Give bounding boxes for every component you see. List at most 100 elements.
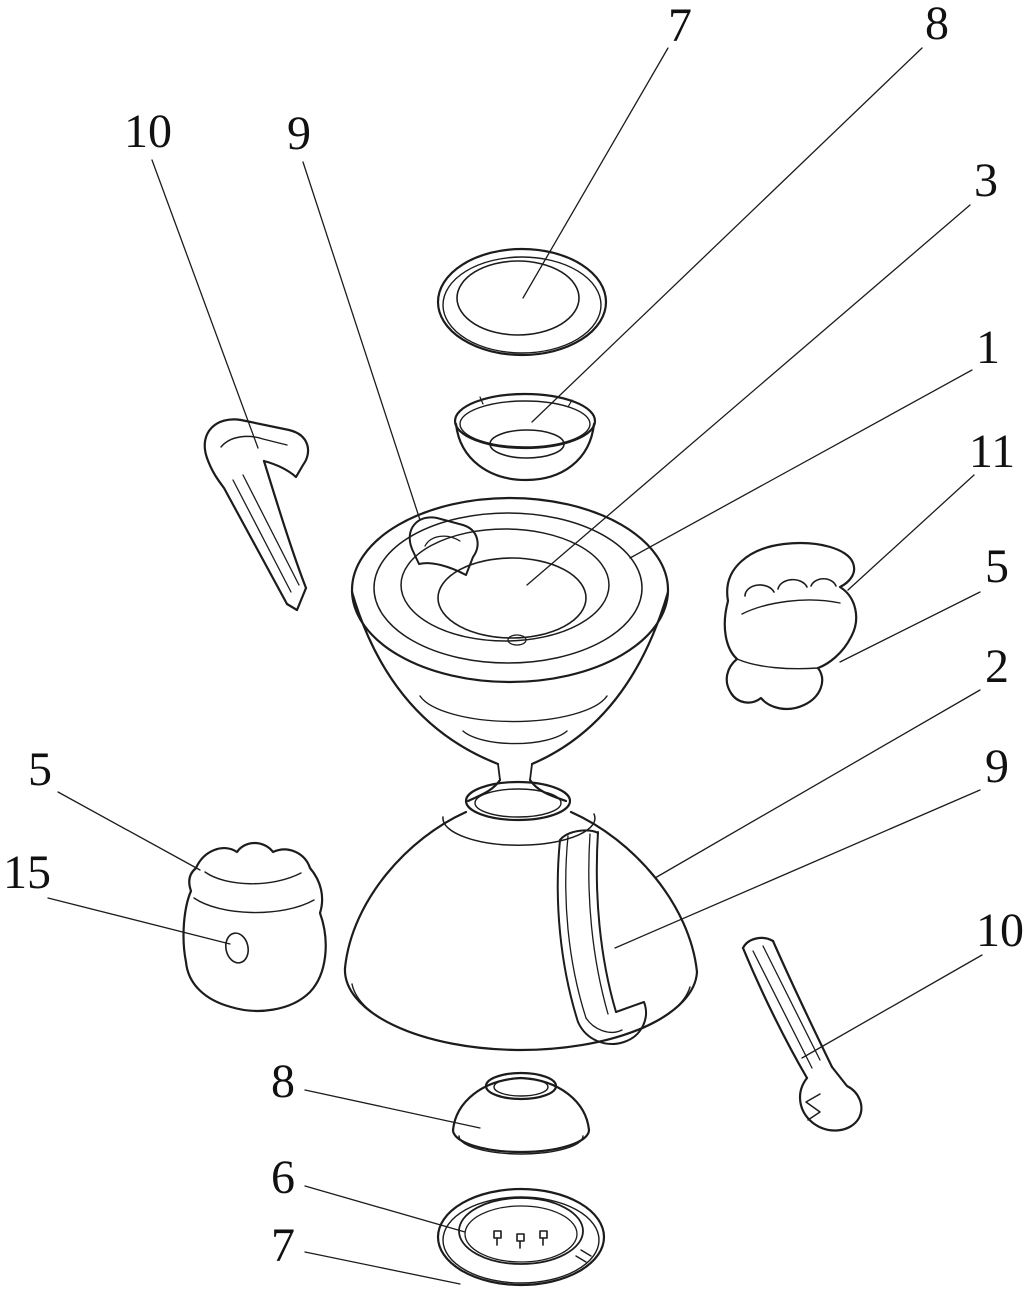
part-base-ring — [436, 1187, 606, 1287]
part-lower-dome — [343, 778, 699, 1052]
notch-tab-inner-line — [424, 535, 461, 547]
leader-line-right-3 — [526, 204, 971, 586]
top-disc-rim-inner-line — [442, 256, 602, 354]
base-ring-notch — [575, 1249, 592, 1263]
cap-dome-body — [451, 1076, 591, 1132]
part-main-cone-body — [350, 496, 670, 781]
part-upper-bowl — [453, 392, 597, 482]
part-bottom-cap-dome — [451, 1071, 591, 1155]
leader-line-top-7 — [522, 47, 669, 299]
right-bracket-top-cap — [741, 936, 775, 950]
ref-label-15: 15 — [3, 846, 51, 899]
part-upper-left-bracket — [203, 418, 310, 612]
left-bracket-groove-1 — [232, 479, 292, 593]
part-rim-notch-tab — [408, 516, 479, 576]
ref-label-5-right: 5 — [985, 540, 1009, 593]
leader-line-left-10 — [151, 159, 259, 449]
leader-line-right-9 — [614, 789, 981, 949]
left-saddle-outline — [182, 841, 327, 1012]
cone-right-side — [530, 590, 670, 766]
cone-waist-neck — [497, 763, 533, 781]
left-bracket-arm-right — [262, 459, 308, 590]
ref-label-10-left: 10 — [124, 105, 172, 158]
dome-neck-inner — [474, 788, 562, 818]
dome-neck-outer — [464, 780, 572, 822]
part-right-saddle-bracket — [723, 542, 858, 711]
leader-line-left-15 — [47, 897, 231, 945]
leader-line-bottom-8 — [304, 1089, 481, 1129]
blade-left-edge — [556, 839, 579, 1023]
dome-bottom-edge — [343, 966, 699, 1052]
cap-dome-bottom-edge — [451, 1128, 591, 1154]
notch-tab-outline — [408, 516, 479, 576]
ref-label-11: 11 — [968, 425, 1016, 478]
part-lower-right-bracket — [741, 936, 863, 1132]
leader-line-right-11 — [847, 474, 975, 591]
base-ring-outer-inner-line — [442, 1196, 600, 1284]
ref-label-9-right: 9 — [985, 740, 1009, 793]
leader-line-left-9 — [302, 161, 421, 521]
contact-pin-1 — [493, 1230, 502, 1239]
right-bracket-groove-1 — [752, 950, 813, 1069]
left-bracket-tip — [285, 586, 308, 612]
cone-ring-2 — [373, 512, 643, 664]
ref-label-5-left: 5 — [28, 743, 52, 796]
blade-right-inner — [588, 833, 609, 1015]
cap-dome-bottom-inner — [458, 1135, 584, 1155]
cone-contour-lower — [462, 730, 568, 745]
right-bracket-arm-left — [741, 946, 809, 1080]
ref-label-3: 3 — [974, 154, 998, 207]
dome-right-side — [569, 810, 699, 974]
left-saddle-top-rim — [204, 871, 302, 885]
bowl-rim-ticks — [479, 396, 573, 408]
ref-label-7-top: 7 — [668, 0, 692, 52]
cone-ring-3 — [400, 528, 610, 642]
blade-right-edge — [595, 831, 617, 1013]
blade-left-inner — [565, 835, 587, 1019]
right-saddle-scallop-2 — [777, 578, 808, 590]
top-disc-inner-circle — [456, 260, 580, 336]
part-side-channel-blade — [556, 829, 647, 1045]
base-ring-outer — [436, 1187, 606, 1287]
right-bracket-arm-right — [771, 939, 834, 1069]
base-ring-floor — [464, 1205, 578, 1263]
right-saddle-contour-1 — [741, 599, 841, 615]
left-bracket-head-inner — [220, 435, 288, 448]
cone-center-hole — [507, 634, 527, 646]
right-saddle-contour-2 — [736, 658, 819, 670]
bowl-rim-inner-line — [459, 400, 591, 448]
right-saddle-scallop-3 — [810, 577, 837, 587]
cone-inner-bowl — [437, 557, 587, 639]
right-bracket-groove-2 — [762, 945, 821, 1061]
leader-line-top-8 — [531, 47, 923, 423]
ref-label-10-right: 10 — [976, 904, 1024, 957]
leader-line-left-5 — [57, 791, 201, 871]
cone-top-outer-rim — [350, 496, 670, 684]
base-ring-inner-rim — [458, 1197, 584, 1265]
left-bracket-head — [203, 418, 310, 479]
right-bracket-claw — [805, 1093, 821, 1121]
dome-collar-arc — [442, 813, 596, 846]
bowl-body — [454, 422, 596, 482]
right-saddle-scallop-1 — [744, 584, 775, 597]
ref-label-8-top: 8 — [925, 0, 949, 50]
leader-line-right-5 — [839, 591, 981, 663]
leader-line-bottom-6 — [304, 1185, 466, 1233]
ref-label-2: 2 — [985, 640, 1009, 693]
ref-label-9-left: 9 — [287, 107, 311, 160]
blade-bottom-hook — [577, 1001, 647, 1045]
leader-line-right-10 — [801, 954, 983, 1059]
left-saddle-oval-hole — [224, 932, 250, 964]
top-disc-outer-rim — [436, 247, 608, 357]
leader-line-right-1 — [629, 369, 973, 559]
left-bracket-arm-left — [205, 456, 289, 606]
bowl-rim-outer — [453, 392, 597, 450]
right-saddle-outline — [723, 542, 858, 711]
leader-lines — [47, 47, 983, 1285]
base-contact-pins — [493, 1230, 548, 1249]
cone-contour-upper — [419, 695, 608, 723]
part-top-disc — [436, 247, 608, 357]
left-saddle-mid-contour — [193, 897, 315, 914]
ref-label-7-bottom: 7 — [271, 1219, 295, 1272]
